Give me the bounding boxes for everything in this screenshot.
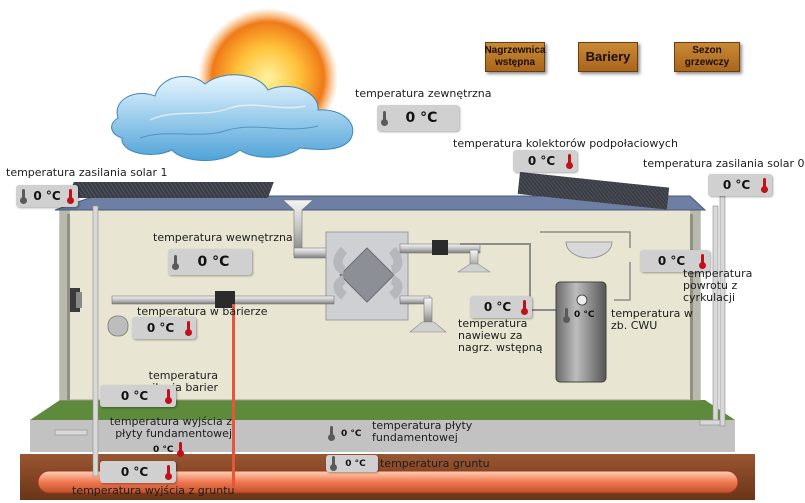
supply-air-temp-label: temperatura nawiewu za nagrz. wstępną — [458, 317, 543, 354]
outside-temp-label: temperatura zewnętrzna — [355, 87, 492, 100]
ground-temp-value: 0 °C — [345, 458, 366, 469]
thermometer-icon — [20, 188, 27, 204]
outside-temp-value: 0 °C — [405, 110, 438, 126]
supply-air-temp-value: 0 °C — [483, 300, 512, 314]
solar0-temp-value: 0 °C — [722, 178, 751, 192]
solar-panel-right — [517, 172, 670, 210]
slab-temp-label: temperatura płyty fundamentowej — [372, 419, 473, 444]
cloud-icon — [111, 74, 354, 162]
slab-out-temp-value: 0 °C — [153, 444, 174, 455]
solar0-temp-label: temperatura zasilania solar 0 — [643, 157, 805, 170]
inside-temp-value: 0 °C — [197, 254, 230, 270]
thermometer-icon — [172, 254, 179, 270]
thermometer-red-icon — [699, 253, 706, 269]
thermometer-red-icon — [566, 153, 573, 169]
collectors-temp-badge: 0 °C — [513, 150, 577, 172]
barrier-heater — [215, 291, 235, 308]
ground-temp-badge: 0 °C — [326, 455, 378, 472]
thermometer-red-icon — [165, 388, 172, 404]
slab-out-temp-badge: 0 °C — [153, 442, 184, 457]
ground-pipe — [37, 470, 739, 494]
barrier-temp-label: temperatura w barierze — [137, 305, 268, 318]
thermometer-red-icon — [165, 464, 172, 480]
barrier-supply-temp-label: temperatura zasilania barier — [134, 369, 218, 394]
barrier-temp-badge: 0 °C — [132, 317, 196, 339]
sink — [565, 241, 613, 259]
circulation-temp-label: temperatura powrotu z cyrkulacji — [683, 267, 753, 304]
ground-out-temp-label: temperatura wyjścia z gruntu — [72, 484, 235, 497]
circulation-temp-value: 0 °C — [657, 254, 686, 268]
thermometer-red-icon — [176, 442, 184, 457]
thermometer-red-icon — [761, 177, 768, 193]
roof — [54, 195, 707, 211]
thermometer-red-icon — [185, 320, 192, 336]
dhw-tank-icons — [563, 308, 570, 326]
slab-temp-value: 0 °C — [341, 428, 362, 439]
ground-out-temp-badge: 0 °C — [100, 461, 176, 483]
preheater-unit — [432, 240, 448, 255]
damper — [107, 315, 129, 337]
circulation-temp-badge: 0 °C — [640, 250, 710, 272]
solar-panel-left — [67, 182, 274, 198]
dhw-tank-value: 0 °C — [574, 310, 595, 320]
inside-temp-badge: 0 °C — [168, 249, 252, 275]
solar0-temp-badge: 0 °C — [708, 174, 772, 196]
weather-graphic — [111, 8, 354, 162]
dhw-tank — [555, 281, 607, 383]
supply-air-temp-badge: 0 °C — [470, 296, 532, 318]
thermometer-icon — [330, 456, 337, 471]
barrier-supply-temp-value: 0 °C — [120, 389, 149, 403]
left-wall — [60, 210, 70, 400]
barriers-button[interactable]: Bariery — [578, 42, 638, 72]
barrier-temp-value: 0 °C — [146, 321, 175, 335]
right-wall — [690, 210, 700, 400]
ground-temp-label: temperatura gruntu — [380, 457, 490, 470]
solar1-temp-badge: 0 °C — [16, 185, 78, 207]
solar1-temp-label: temperatura zasilania solar 1 — [6, 166, 168, 179]
slab-out-temp-label: temperatura wyjścia z płyty fundamentowe… — [109, 415, 232, 440]
grass-layer — [30, 400, 735, 420]
ground-out-temp-value: 0 °C — [120, 465, 149, 479]
thermometer-icon — [328, 426, 335, 441]
outside-temp-badge: 0 °C — [377, 105, 459, 131]
heating-season-button[interactable]: Sezon grzewczy — [674, 42, 740, 72]
thermometer-red-icon — [67, 188, 74, 204]
collectors-temp-label: temperatura kolektorów podpołaciowych — [453, 137, 678, 150]
thermometer-icon — [563, 308, 570, 323]
barrier-supply-temp-badge: 0 °C — [100, 385, 176, 407]
inside-temp-label: temperatura wewnętrzna — [153, 231, 293, 244]
collectors-temp-value: 0 °C — [527, 154, 556, 168]
preheater-button[interactable]: Nagrzewnica wstępna — [484, 42, 546, 72]
thermometer-icon — [381, 110, 388, 126]
thermometer-red-icon — [521, 299, 528, 315]
dhw-tank-label: temperatura w zb. CWU — [611, 307, 693, 332]
slab-temp-badge: 0 °C — [328, 426, 362, 441]
solar1-temp-value: 0 °C — [33, 189, 61, 203]
